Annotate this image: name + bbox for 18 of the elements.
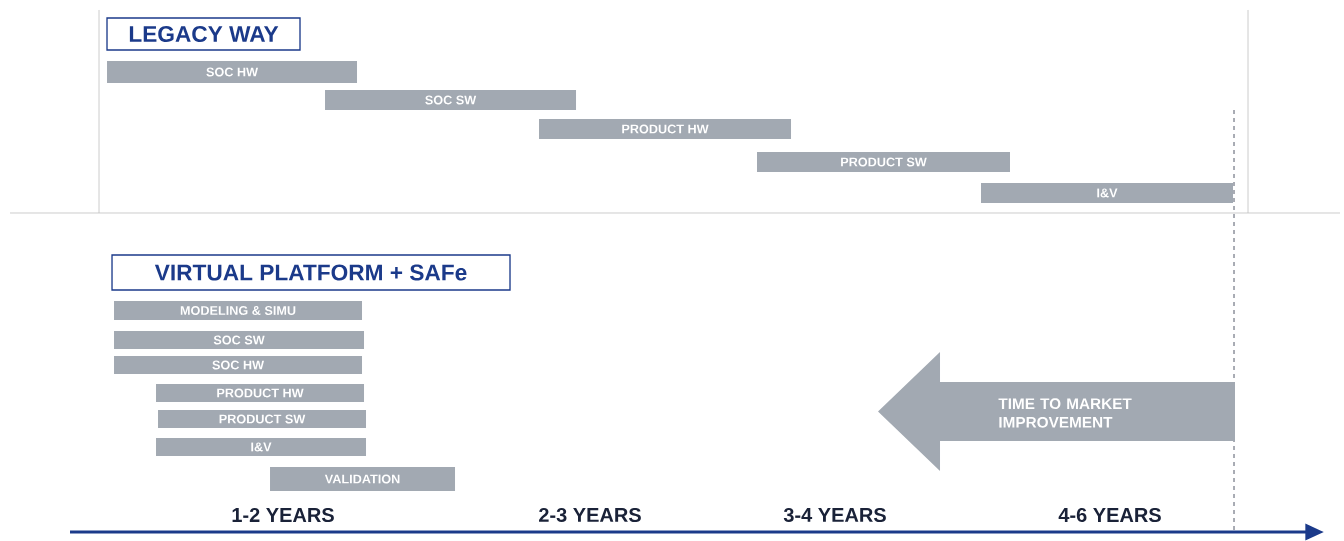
task-bar: PRODUCT HW [156, 384, 364, 402]
task-bar: SOC SW [325, 90, 576, 110]
task-bar: VALIDATION [270, 467, 455, 491]
heading-box: LEGACY WAY [106, 17, 301, 51]
task-bar: I&V [156, 438, 366, 456]
task-bar: PRODUCT HW [539, 119, 791, 139]
task-bar: PRODUCT SW [757, 152, 1010, 172]
task-bar: PRODUCT SW [158, 410, 366, 428]
task-bar: SOC HW [114, 356, 362, 374]
heading-box: VIRTUAL PLATFORM + SAFe [111, 254, 511, 291]
task-bar: SOC HW [107, 61, 357, 83]
timeline-label: 1-2 YEARS [232, 507, 334, 523]
task-bar: I&V [981, 183, 1233, 203]
timeline-label: 3-4 YEARS [783, 507, 886, 523]
timeline-label: 2-3 YEARS [539, 507, 641, 523]
task-bar: SOC SW [114, 331, 364, 349]
task-bar: MODELING & SIMU [114, 301, 362, 320]
timeline-label: 4-6 YEARS [1058, 507, 1161, 523]
